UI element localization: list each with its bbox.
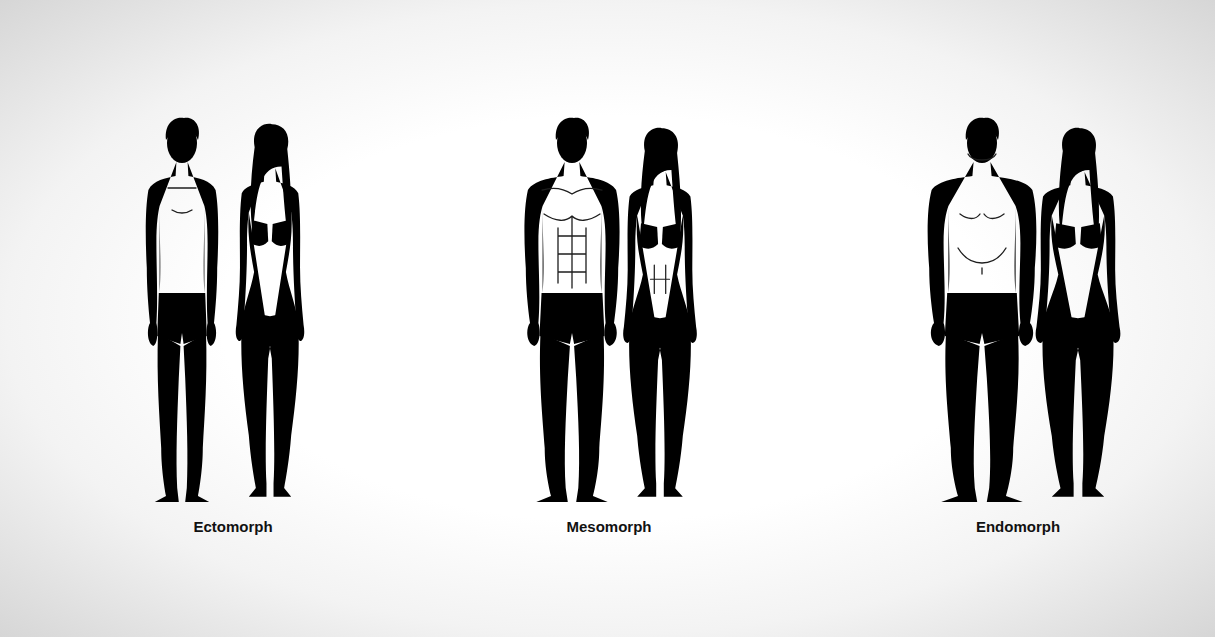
body-type-label: Endomorph — [976, 518, 1060, 535]
body-type-label: Ectomorph — [193, 518, 272, 535]
body-type-label: Mesomorph — [566, 518, 651, 535]
